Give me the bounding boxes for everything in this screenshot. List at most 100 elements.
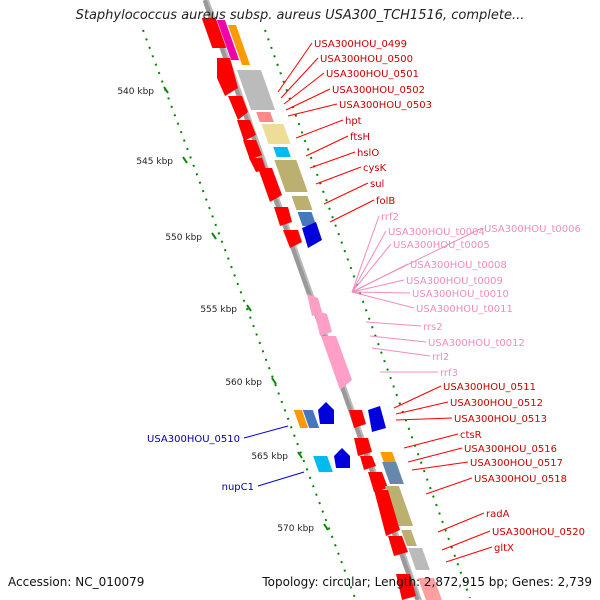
label-connector [365, 321, 422, 327]
scale-tick-mark [211, 232, 217, 240]
scale-tick-label: 545 kbp [136, 157, 173, 167]
accession-text: Accession: NC_010079 [8, 575, 145, 589]
gene-block-cyan [273, 147, 291, 157]
scale-tick-label: 555 kbp [200, 305, 237, 315]
gene-label: USA300HOU_0500 [320, 54, 413, 65]
label-connector [445, 546, 493, 563]
label-connector [371, 347, 431, 357]
gene-label: ctsR [460, 430, 482, 441]
gene-block-red [201, 18, 227, 48]
gene-block-orange [380, 452, 396, 462]
label-connector [309, 151, 356, 169]
label-connector [351, 291, 411, 294]
gene-label: radA [486, 509, 510, 520]
label-connector [295, 119, 344, 139]
gene-arrow-red [283, 230, 302, 248]
label-connector [315, 166, 362, 185]
scale-tick-label: 560 kbp [225, 378, 262, 388]
gene-label: USA300HOU_0501 [326, 69, 419, 80]
label-connector [351, 291, 415, 309]
label-connector [425, 477, 473, 495]
gene-arrow-blue [368, 406, 386, 432]
gene-block-pink [418, 578, 442, 600]
gene-label: USA300HOU_t0012 [428, 338, 525, 349]
gene-block-magenta [216, 20, 240, 60]
label-connector [411, 461, 469, 471]
gene-arrow-red [217, 58, 238, 96]
tick-guide-right [264, 29, 471, 599]
label-connector [287, 103, 338, 117]
gene-arrow-red [243, 140, 262, 160]
rrna-arrow [321, 336, 352, 390]
gene-block-steelblue [302, 410, 320, 428]
gene-label: hpt [345, 116, 362, 127]
gene-label: USA300HOU_t0008 [410, 260, 507, 271]
gene-label: USA300HOU_0518 [474, 474, 567, 485]
gene-label: USA300HOU_t0009 [406, 276, 503, 287]
gene-block-orange [227, 25, 251, 65]
gene-block-orange [293, 410, 309, 428]
gene-arrow-red [368, 472, 388, 492]
label-connector [329, 199, 375, 223]
label-connector [369, 335, 427, 343]
gene-arrow-red [354, 438, 372, 456]
gene-label: nupC1 [222, 482, 254, 493]
label-connector [277, 42, 313, 93]
gene-features [201, 18, 442, 600]
label-connector [395, 401, 449, 415]
gene-label: USA300HOU_0520 [492, 527, 585, 538]
gene-arrow-red [274, 207, 292, 226]
gene-block-olive [291, 196, 313, 210]
map-title: Staphylococcus aureus subsp. aureus USA3… [75, 8, 525, 23]
gene-label: hslO [357, 148, 379, 159]
gene-block-steelblue [382, 462, 404, 484]
gene-label: USA300HOU_0511 [443, 382, 536, 393]
scale-tick-mark [163, 86, 169, 94]
gene-label: USA300HOU_t0010 [412, 289, 509, 300]
label-connector [351, 263, 409, 293]
gene-block-yellow [261, 124, 291, 144]
rrna-arrow [307, 294, 322, 316]
label-connector [243, 425, 289, 439]
gene-label: ftsH [350, 132, 370, 143]
label-connector [351, 215, 380, 293]
label-connector [437, 512, 485, 533]
gene-label: USA300HOU_t0005 [393, 240, 490, 251]
gene-block-olive [274, 160, 308, 192]
gene-label: USA300HOU_0512 [450, 398, 543, 409]
gene-label: rrs2 [423, 322, 443, 333]
topology-text: Topology: circular; Length: 2,872,915 bp… [262, 575, 592, 589]
gene-label: USA300HOU_0503 [339, 100, 432, 111]
right-label-connectors [277, 42, 493, 563]
gene-block-gray [408, 548, 430, 570]
rrna-arrow [314, 310, 332, 336]
gene-label: rrl2 [432, 352, 449, 363]
gene-label: USA300HOU_0499 [314, 39, 407, 50]
label-connector [323, 182, 369, 205]
gene-label: USA300HOU_0510 [147, 434, 240, 445]
gene-label: USA300HOU_0516 [464, 444, 557, 455]
label-connector [395, 417, 453, 421]
gene-block-olive [401, 530, 417, 546]
gene-block-olive [384, 486, 414, 526]
gene-arrow-red [349, 410, 366, 428]
gene-arrow-blue [334, 448, 350, 468]
gene-arrow-red [374, 490, 400, 536]
gene-label: USA300HOU_0517 [470, 458, 563, 469]
label-connector [403, 433, 459, 449]
gene-label: gltX [494, 543, 514, 554]
scale-tick-mark [246, 304, 252, 312]
gene-label: sul [370, 179, 384, 190]
gene-block-gray [236, 70, 276, 110]
scale-tick-label: 565 kbp [251, 452, 288, 462]
scale-tick-label: 570 kbp [277, 524, 314, 534]
gene-block-cyan [313, 456, 333, 472]
gene-arrow-red [388, 536, 408, 556]
gene-arrow-red [396, 574, 416, 600]
gene-label: USA300HOU_t0011 [416, 304, 513, 315]
gene-arrow-red [237, 120, 256, 141]
label-connector [280, 57, 319, 99]
label-connector [441, 530, 491, 551]
gene-label: folB [376, 196, 395, 207]
